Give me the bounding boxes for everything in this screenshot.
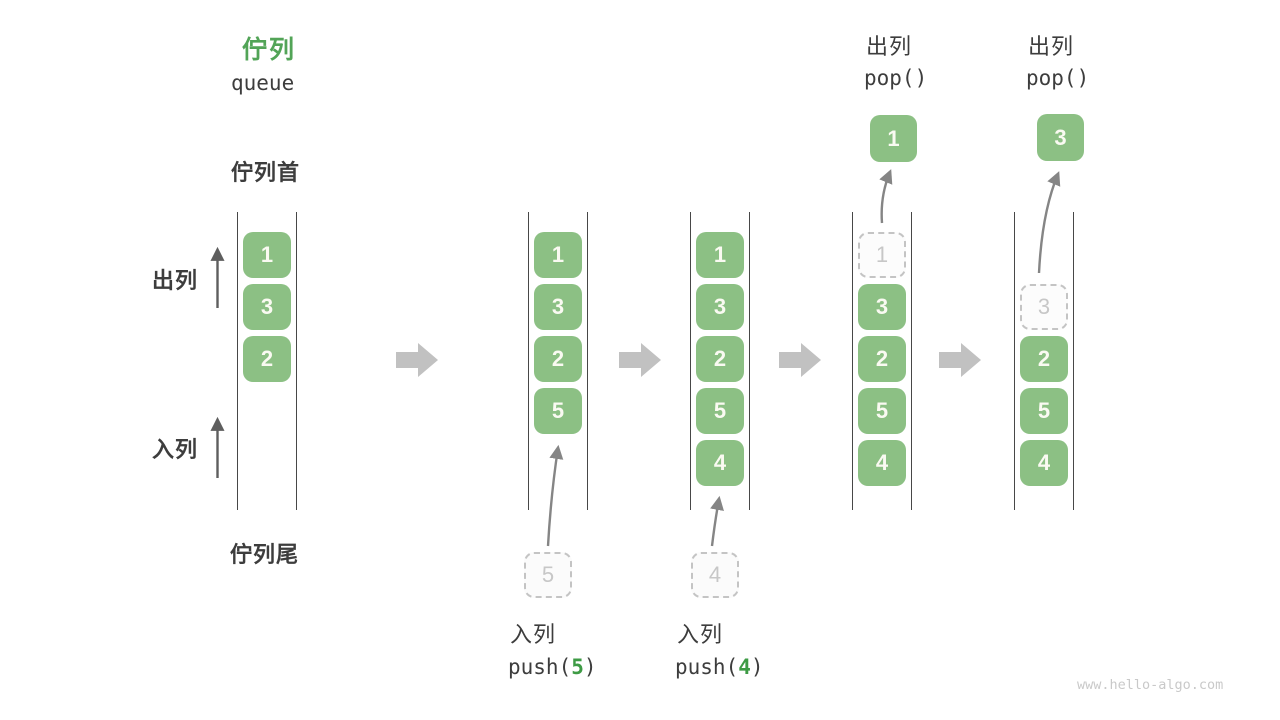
queue-cell: 3 (696, 284, 744, 330)
queue-cell: 1 (243, 232, 291, 278)
staged-cell-5: 5 (524, 552, 572, 598)
flow-arrow-3 (779, 343, 821, 377)
queue-cell: 5 (858, 388, 906, 434)
pop2-code-label: pop() (1026, 66, 1090, 90)
flow-arrow-1 (396, 343, 438, 377)
push4-fn-close: ) (750, 655, 764, 679)
queue-cell: 4 (1020, 440, 1068, 486)
label-dequeue-left: 出列 (152, 268, 199, 293)
queue-cell: 5 (696, 388, 744, 434)
queue-cell: 2 (858, 336, 906, 382)
queue-state-3-channel (690, 212, 750, 510)
push5-fn-open: push( (508, 655, 572, 679)
queue-cell: 5 (534, 388, 582, 434)
push4-action-label: 入列 (677, 622, 724, 647)
queue-cell: 3 (243, 284, 291, 330)
queue-cell: 2 (243, 336, 291, 382)
queue-cell: 5 (1020, 388, 1068, 434)
push5-arg: 5 (571, 655, 584, 679)
push4-code-label: push(4) (675, 655, 764, 679)
queue-state-1-channel (237, 212, 297, 510)
queue-state-4-channel (852, 212, 912, 510)
flow-arrow-4 (939, 343, 981, 377)
label-enqueue-left: 入列 (152, 437, 199, 462)
push4-fn-open: push( (675, 655, 739, 679)
watermark: www.hello-algo.com (1077, 677, 1224, 693)
pop1-action-label: 出列 (866, 34, 913, 59)
pop1-code-label: pop() (864, 66, 928, 90)
queue-cell: 2 (534, 336, 582, 382)
popped-cell-3: 3 (1037, 114, 1084, 161)
staged-cell-4: 4 (691, 552, 739, 598)
diagram-title-zh: 佇列 (242, 36, 297, 64)
queue-cell: 2 (1020, 336, 1068, 382)
queue-state-2-channel (528, 212, 588, 510)
push5-fn-close: ) (583, 655, 597, 679)
diagram-title-en: queue (231, 71, 295, 95)
queue-cell: 3 (858, 284, 906, 330)
queue-cell: 4 (696, 440, 744, 486)
push5-action-label: 入列 (510, 622, 557, 647)
queue-cell: 1 (534, 232, 582, 278)
queue-cell: 2 (696, 336, 744, 382)
push5-code-label: push(5) (508, 655, 597, 679)
queue-cell: 1 (696, 232, 744, 278)
queue-state-5-channel (1014, 212, 1074, 510)
label-queue-front: 佇列首 (231, 160, 301, 185)
popped-cell-1: 1 (870, 115, 917, 162)
push4-arg: 4 (738, 655, 751, 679)
label-queue-rear: 佇列尾 (230, 542, 300, 567)
pop2-action-label: 出列 (1028, 34, 1075, 59)
queue-cell-ghost: 3 (1020, 284, 1068, 330)
queue-cell: 3 (534, 284, 582, 330)
flow-arrow-2 (619, 343, 661, 377)
queue-cell: 4 (858, 440, 906, 486)
queue-cell-ghost: 1 (858, 232, 906, 278)
